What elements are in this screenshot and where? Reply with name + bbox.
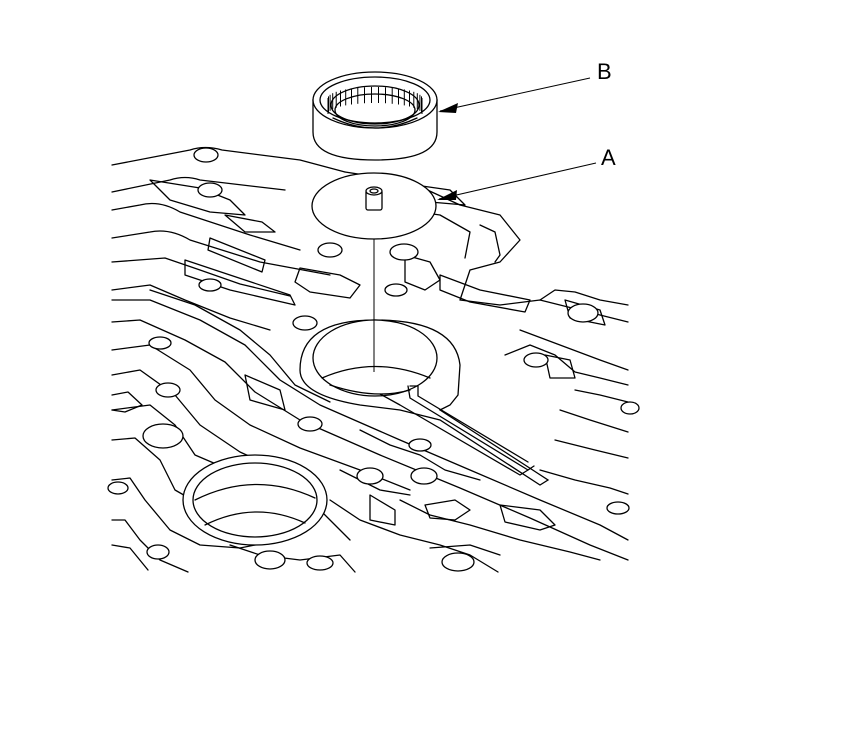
part-a-disk: [311, 172, 437, 240]
callout-a: A: [437, 145, 616, 200]
bearing-needles: [327, 87, 423, 114]
callout-b-label: B: [597, 59, 612, 84]
part-b-bearing: [312, 71, 438, 161]
lower-bore: [182, 454, 328, 546]
callout-b: B: [438, 59, 612, 113]
callout-a-label: A: [601, 145, 616, 170]
main-bore: [299, 319, 550, 486]
valve-body-housing: [107, 146, 640, 573]
